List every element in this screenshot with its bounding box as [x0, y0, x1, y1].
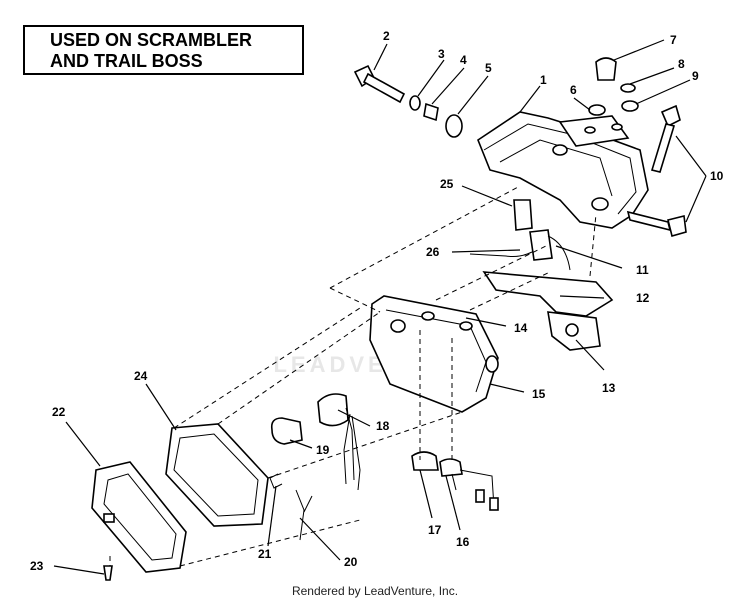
wire-connectors-part [411, 451, 499, 511]
callout-24: 24 [134, 369, 148, 383]
callout-15: 15 [532, 387, 546, 401]
bushing-part [445, 114, 463, 138]
lock-washer-part [620, 83, 636, 93]
callout-3: 3 [438, 47, 445, 61]
retainer-part [295, 489, 313, 541]
bulb-socket-part [317, 393, 361, 491]
mounting-bolts-part [626, 104, 687, 237]
callout-25: 25 [440, 177, 454, 191]
callout-2: 2 [383, 29, 390, 43]
callout-7: 7 [670, 33, 677, 47]
footer-credit: Rendered by LeadVenture, Inc. [291, 584, 459, 598]
callout-10: 10 [710, 169, 724, 183]
leader-lines [53, 39, 707, 575]
hex-nut-part [621, 100, 639, 112]
title-box: USED ON SCRAMBLER AND TRAIL BOSS [23, 25, 304, 75]
callout-21: 21 [258, 547, 272, 561]
callout-labels: 1 2 3 4 5 6 7 8 9 10 11 12 13 14 15 16 1… [30, 29, 724, 573]
callout-6: 6 [570, 83, 577, 97]
callout-12: 12 [636, 291, 650, 305]
clamp-hole-part [565, 323, 579, 337]
screw-part [103, 565, 113, 581]
callout-13: 13 [602, 381, 616, 395]
callout-8: 8 [678, 57, 685, 71]
bracket-assembly-part [477, 111, 649, 229]
callout-5: 5 [485, 61, 492, 75]
title-line-1: USED ON SCRAMBLER [50, 30, 253, 50]
callout-26: 26 [426, 245, 440, 259]
washer-part [409, 95, 421, 111]
switch-part [513, 199, 533, 231]
housing-part [369, 295, 499, 413]
callout-4: 4 [460, 53, 467, 67]
callout-19: 19 [316, 443, 330, 457]
callout-23: 23 [30, 559, 44, 573]
mount-bracket-part [482, 271, 614, 317]
callout-9: 9 [692, 69, 699, 83]
callout-22: 22 [52, 405, 66, 419]
callout-16: 16 [456, 535, 470, 549]
spacer-part [423, 102, 439, 122]
bulb-part [270, 417, 303, 445]
lens-part [165, 423, 269, 527]
rubber-cap-part [595, 57, 617, 81]
assembly-guide-lines [109, 185, 597, 567]
bolt-part [353, 64, 406, 104]
callout-20: 20 [344, 555, 358, 569]
spring-clip-part [269, 473, 283, 489]
callout-17: 17 [428, 523, 442, 537]
callout-1: 1 [540, 73, 547, 87]
callout-14: 14 [514, 321, 528, 335]
trim-ring-part [91, 461, 187, 573]
title-line-2: AND TRAIL BOSS [50, 51, 203, 71]
nut-part [588, 104, 606, 116]
callout-11: 11 [636, 263, 649, 277]
callout-18: 18 [376, 419, 390, 433]
